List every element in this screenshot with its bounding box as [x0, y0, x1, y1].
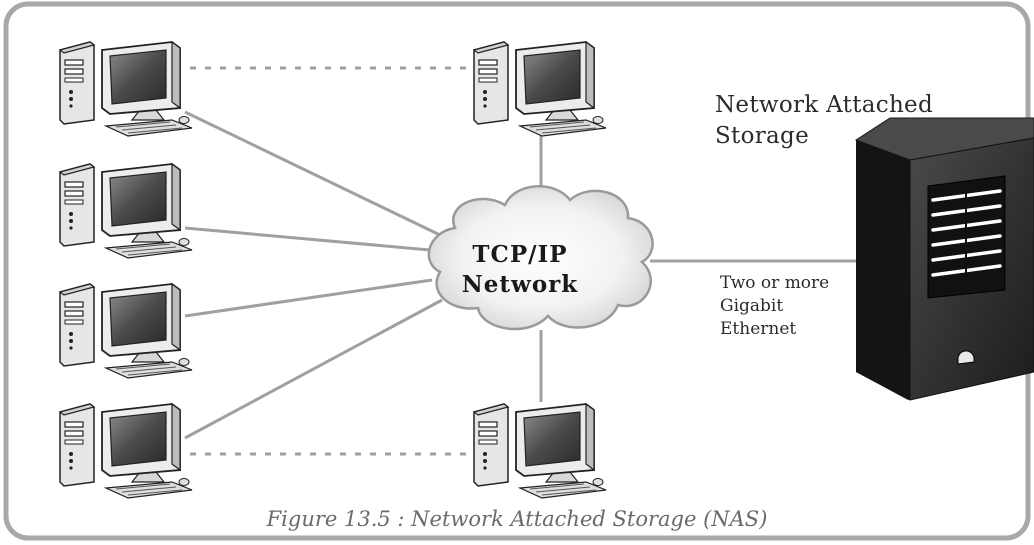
network-label-line2: Network	[461, 271, 579, 298]
link-pc1-cloud	[184, 110, 441, 237]
workstation-4-icon	[59, 403, 193, 499]
link-label: Two or more Gigabit Ethernet	[720, 272, 829, 341]
nas-title-line2: Storage	[715, 123, 809, 149]
workstation-5-icon	[473, 41, 607, 137]
link-pc2-cloud	[184, 226, 431, 252]
link-pc3-cloud	[184, 278, 433, 318]
link-pc4-cloud	[184, 298, 443, 440]
link-label-line1: Two or more	[720, 273, 830, 293]
network-label: TCP/IP Network	[420, 240, 620, 300]
figure-caption: Figure 13.5 : Network Attached Storage (…	[266, 507, 768, 531]
link-label-line3: Ethernet	[720, 319, 797, 339]
connectors	[184, 66, 856, 456]
cloud-icon	[427, 185, 654, 331]
workstation-3-icon	[59, 283, 193, 379]
nas-title: Network Attached Storage	[715, 90, 933, 152]
nas-title-line1: Network Attached	[715, 92, 933, 118]
workstation-6-icon	[473, 403, 607, 499]
link-label-line2: Gigabit	[720, 296, 784, 316]
workstation-1-icon	[59, 41, 193, 137]
tower-server-icon	[854, 117, 1034, 401]
workstation-2-icon	[59, 163, 193, 259]
network-label-line1: TCP/IP	[472, 241, 568, 268]
